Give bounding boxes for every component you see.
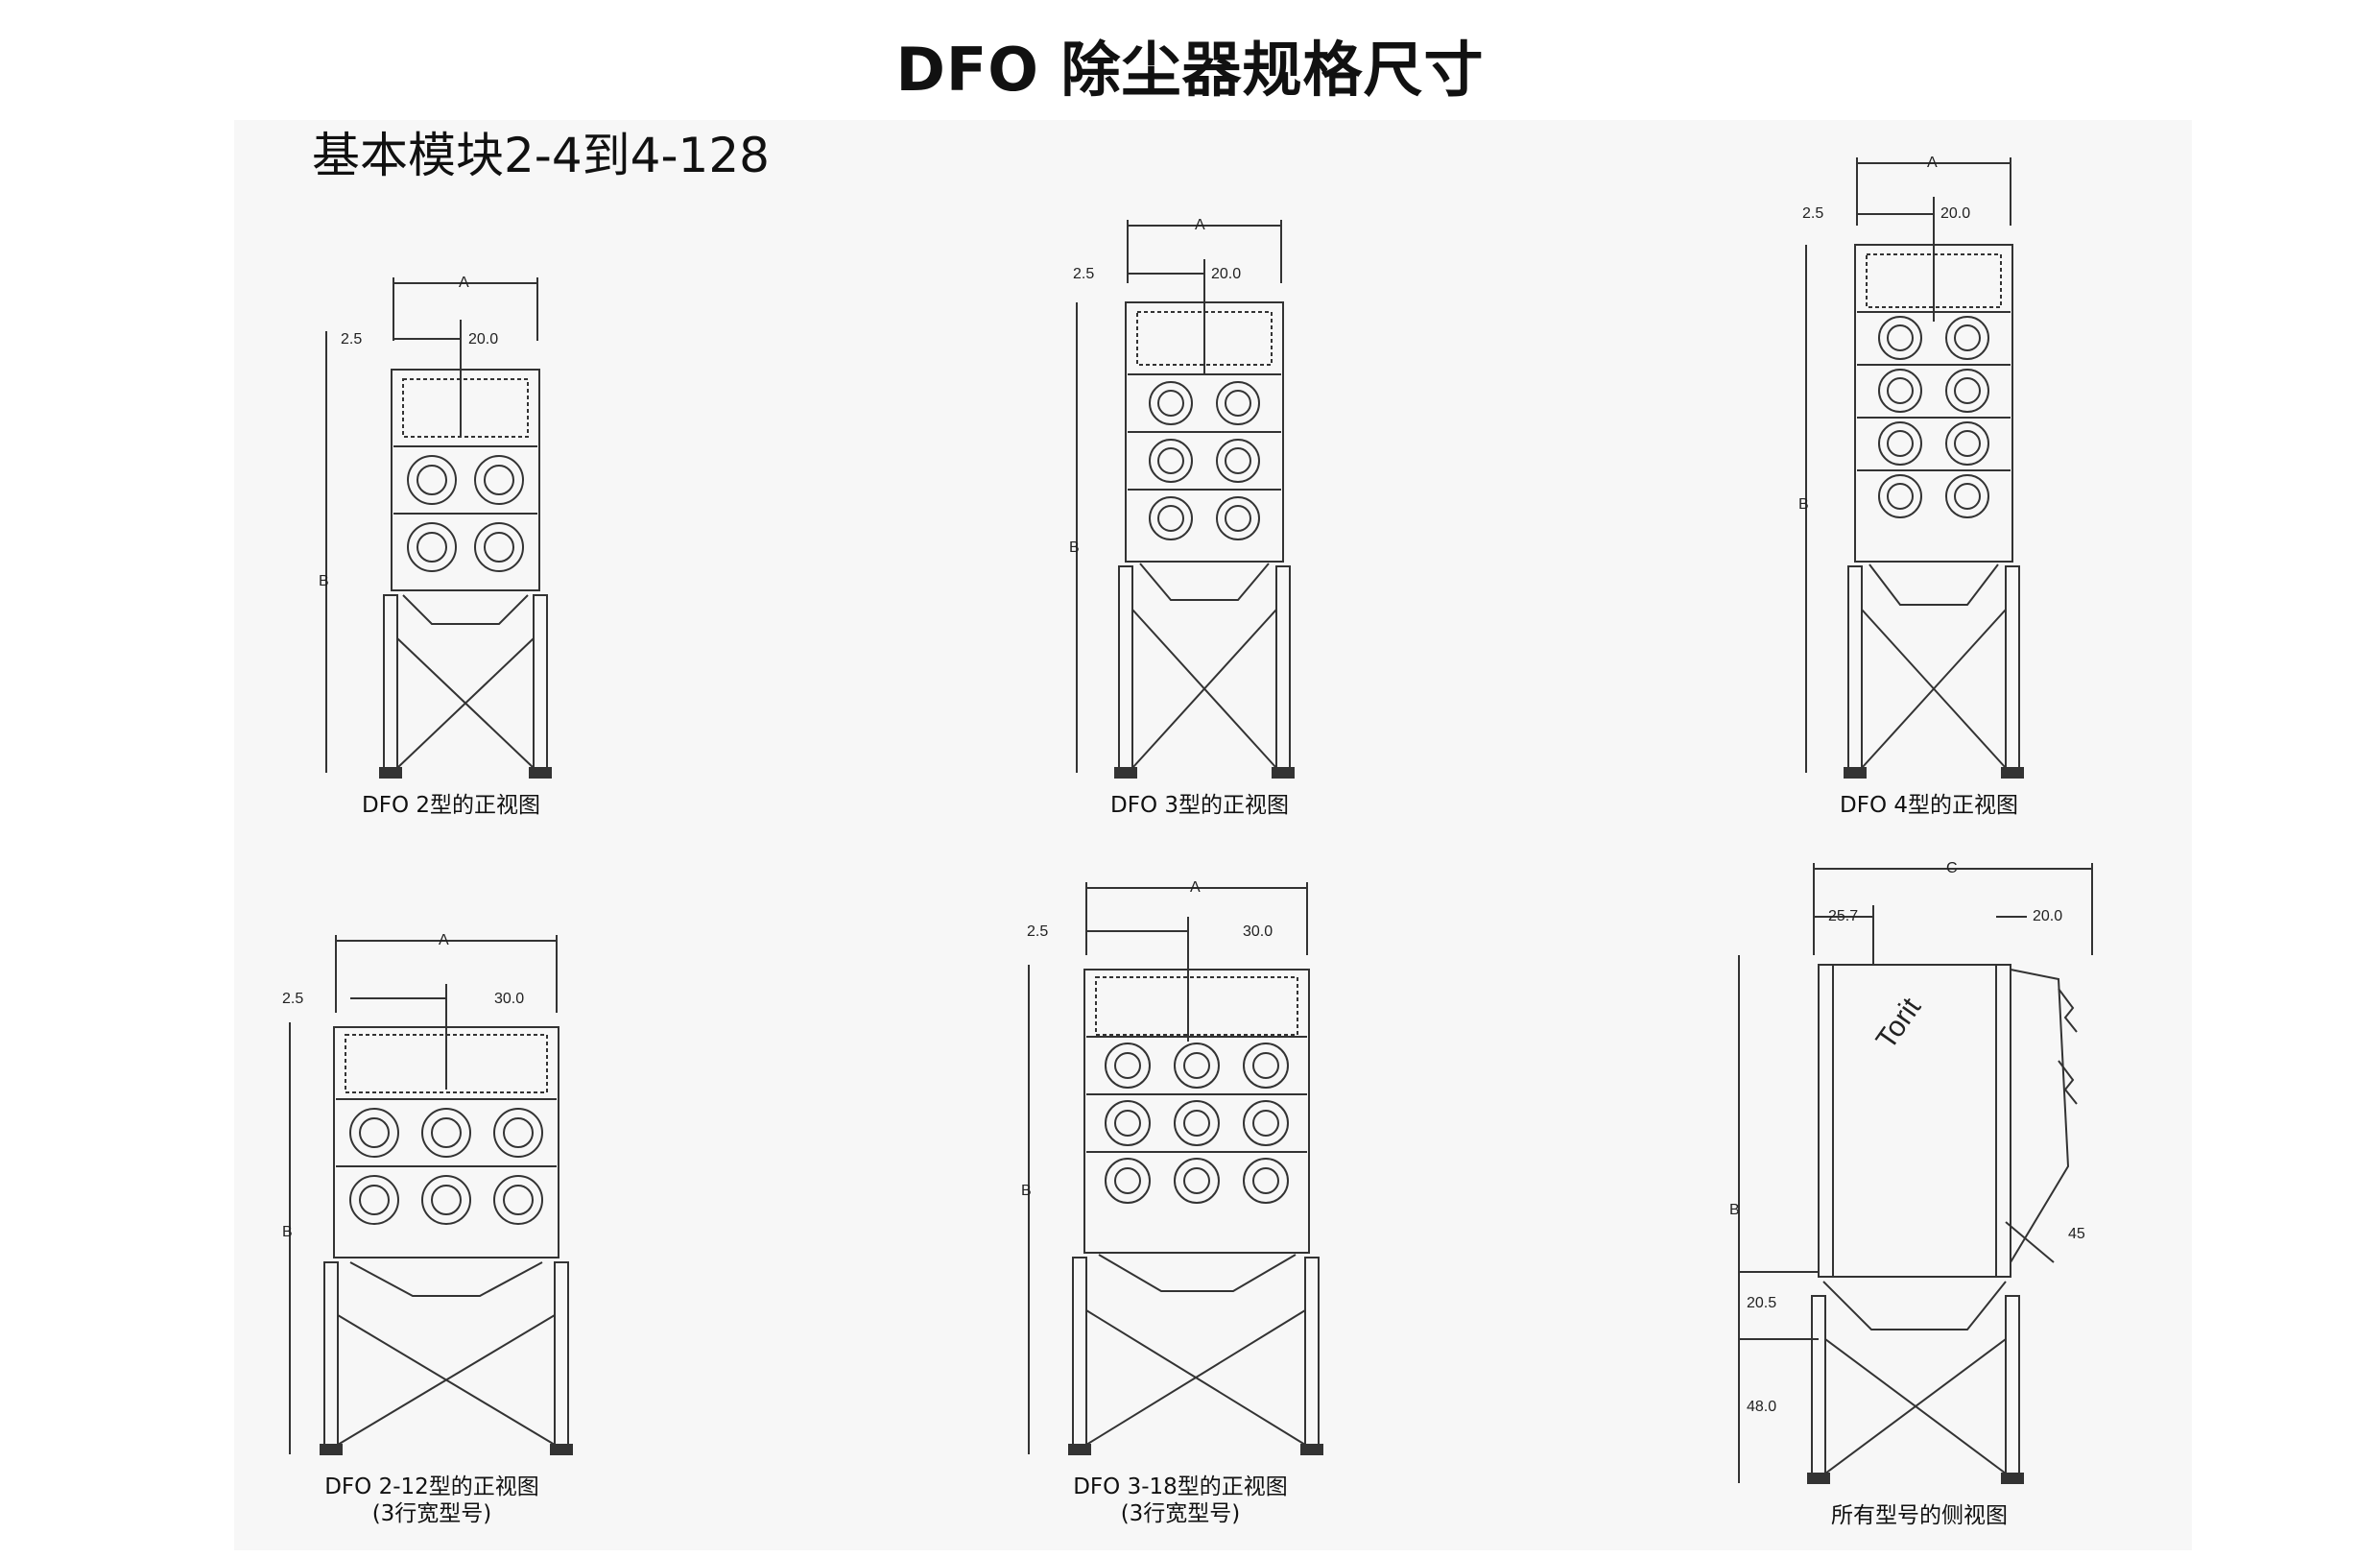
drawing-panel	[234, 120, 2192, 1550]
dim-2-5-label: 2.5	[1802, 205, 1823, 222]
dim-25-7-label: 25.7	[1828, 908, 1858, 924]
caption-dfo3-18: DFO 3-18型的正视图 (3行宽型号)	[1056, 1474, 1305, 1527]
caption-dfo2-12: DFO 2-12型的正视图 (3行宽型号)	[307, 1474, 557, 1527]
dim-c-label: C	[1946, 860, 1958, 876]
dim-b-label: B	[1729, 1202, 1740, 1218]
dim-a-label: A	[1195, 217, 1205, 233]
dfo4-front-view: A 2.5 20.0 B	[1798, 155, 2024, 779]
dim-20-label: 20.0	[1940, 205, 1970, 222]
caption-dfo2: DFO 2型的正视图	[362, 793, 540, 818]
dim-b-label: B	[1798, 496, 1809, 513]
dim-b-label: B	[282, 1224, 293, 1240]
dim-b-label: B	[319, 573, 329, 589]
dim-b-label: B	[1069, 539, 1080, 556]
dim-48-label: 48.0	[1747, 1399, 1776, 1415]
dim-2-5-label: 2.5	[1073, 266, 1094, 282]
dim-20-label: 20.0	[1211, 266, 1241, 282]
dim-45-label: 45	[2068, 1226, 2085, 1242]
dfo2-front-view: A 2.5 20.0 B	[319, 275, 552, 779]
torit-logo: Torit	[1870, 992, 1928, 1055]
dim-20-5-label: 20.5	[1747, 1295, 1776, 1311]
caption-dfo3: DFO 3型的正视图	[1110, 793, 1289, 818]
dim-a-label: A	[439, 932, 449, 948]
dim-2-5-label: 2.5	[341, 331, 362, 348]
caption-wide-line: (3行宽型号)	[1120, 1501, 1241, 1526]
dim-a-label: A	[459, 275, 469, 291]
dim-20-label: 20.0	[468, 331, 498, 348]
dfo2-12-front-view: A 2.5 30.0 B	[282, 932, 573, 1455]
dim-30-label: 30.0	[494, 991, 524, 1007]
dim-b-label: B	[1021, 1183, 1032, 1199]
page-title: DFO 除尘器规格尺寸	[895, 35, 1485, 105]
dim-2-5-label: 2.5	[1027, 923, 1048, 940]
caption-model-line: DFO 3-18型的正视图	[1073, 1474, 1288, 1499]
side-view: C 25.7 20.0 B 20.5 48.0 45 Torit	[1729, 860, 2093, 1484]
dim-30-label: 30.0	[1243, 923, 1273, 940]
dim-a-label: A	[1927, 155, 1938, 171]
caption-wide-line: (3行宽型号)	[371, 1501, 492, 1526]
caption-dfo4: DFO 4型的正视图	[1840, 793, 2018, 818]
dfo3-18-front-view: A 2.5 30.0 B	[1021, 879, 1323, 1455]
caption-side-view: 所有型号的侧视图	[1831, 1503, 2008, 1528]
caption-model-line: DFO 2-12型的正视图	[324, 1474, 539, 1499]
dim-2-5-label: 2.5	[282, 991, 303, 1007]
dim-a-label: A	[1190, 879, 1201, 896]
dim-20-label: 20.0	[2033, 908, 2062, 924]
section-subtitle: 基本模块2-4到4-128	[312, 128, 770, 183]
dfo3-front-view: A 2.5 20.0 B	[1069, 217, 1295, 779]
